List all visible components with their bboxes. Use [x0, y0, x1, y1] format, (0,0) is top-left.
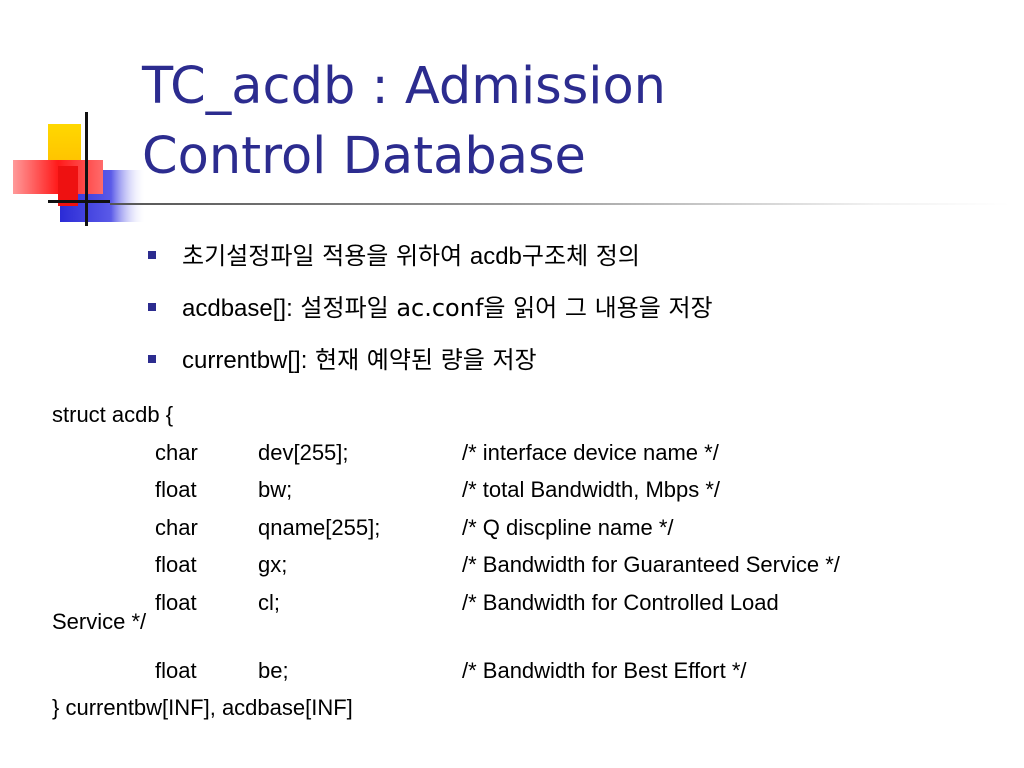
square-bullet-icon	[148, 355, 156, 363]
bullet-text: currentbw[]: 현재 예약된 량을 저장	[182, 346, 537, 374]
field-name: qname[255];	[258, 514, 381, 540]
field-type: char	[155, 439, 198, 465]
code-field-row: float gx; /* Bandwidth for Guaranteed Se…	[52, 546, 1012, 584]
title-rule	[110, 203, 1010, 205]
field-comment: /* Bandwidth for Controlled Load	[462, 589, 779, 615]
field-type: float	[155, 552, 197, 577]
code-field-row: char dev[255]; /* interface device name …	[52, 434, 1012, 472]
field-type: float	[155, 589, 197, 615]
field-type: char	[155, 514, 198, 540]
code-open-line: struct acdb {	[52, 402, 174, 427]
red-accent	[58, 166, 78, 206]
slide-decoration	[13, 112, 145, 226]
title-line-1: TC_acdb : Admission	[142, 57, 666, 116]
code-field-row: float be; /* Bandwidth for Best Effort *…	[52, 652, 1012, 690]
field-comment: /* total Bandwidth, Mbps */	[462, 477, 721, 502]
bullet-text: acdbase[]: 설정파일 ac.conf을 읽어 그 내용을 저장	[182, 294, 713, 322]
code-field-row: float cl; /* Bandwidth for Controlled Lo…	[52, 584, 1012, 652]
field-name: gx;	[258, 552, 288, 577]
field-comment: /* Q discpline name */	[462, 514, 674, 540]
yellow-square	[48, 124, 81, 164]
field-name: cl;	[258, 589, 280, 615]
code-block: struct acdb { char dev[255]; /* interfac…	[52, 396, 1012, 727]
field-comment-wrap: Service */	[52, 608, 147, 634]
field-comment: /* Bandwidth for Best Effort */	[462, 657, 747, 683]
code-close-line: } currentbw[INF], acdbase[INF]	[52, 695, 353, 720]
title-line-2: Control Database	[142, 127, 586, 186]
field-comment: /* interface device name */	[462, 439, 719, 465]
vertical-line	[85, 112, 88, 226]
horizontal-line	[48, 200, 110, 203]
square-bullet-icon	[148, 251, 156, 259]
code-field-row: char qname[255]; /* Q discpline name */	[52, 509, 1012, 547]
slide-title: TC_acdb : Admission Control Database	[142, 52, 1002, 192]
field-name: be;	[258, 657, 289, 683]
field-name: bw;	[258, 477, 293, 502]
square-bullet-icon	[148, 303, 156, 311]
field-comment: /* Bandwidth for Guaranteed Service */	[462, 552, 840, 577]
field-type: float	[155, 657, 197, 683]
code-field-row: float bw; /* total Bandwidth, Mbps */	[52, 471, 1012, 509]
field-type: float	[155, 477, 197, 502]
field-name: dev[255];	[258, 439, 349, 465]
bullet-text: 초기설정파일 적용을 위하여 acdb구조체 정의	[182, 242, 640, 270]
